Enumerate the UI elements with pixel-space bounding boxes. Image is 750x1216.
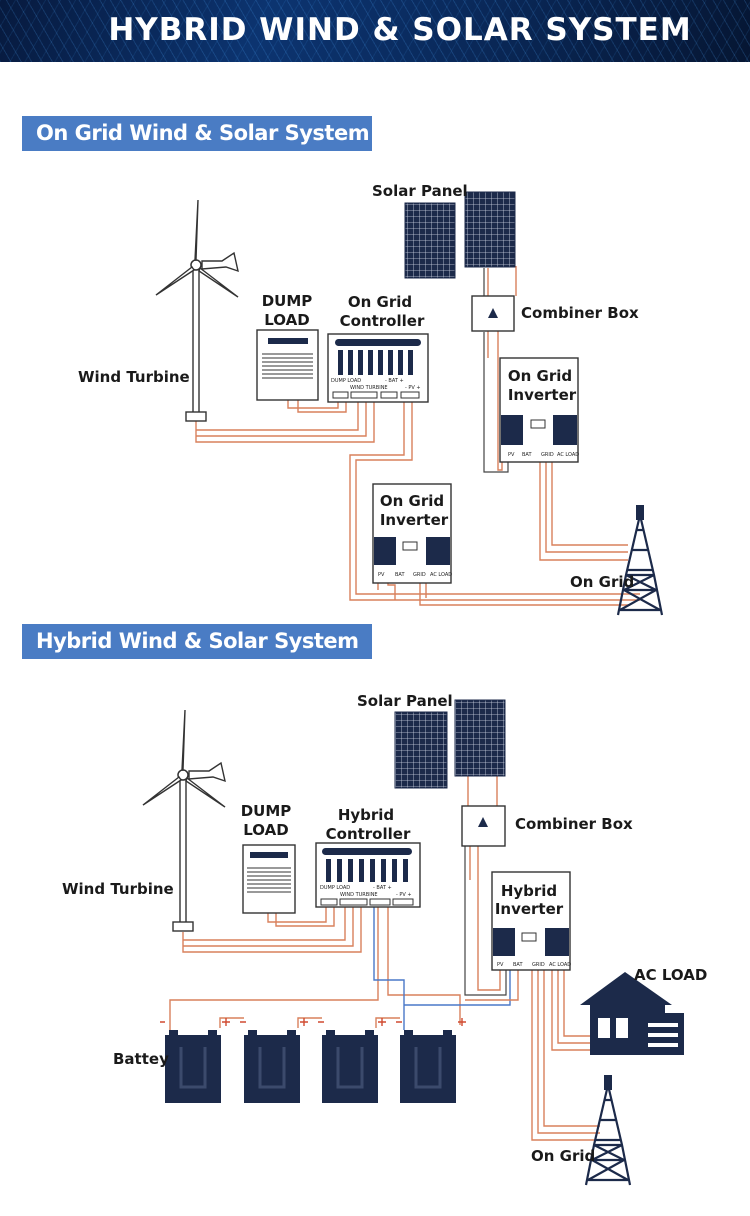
terminal-bat: - BAT + <box>373 885 392 891</box>
terminal-bat: BAT <box>513 962 523 968</box>
inverter-bottom-label-1: On Grid <box>380 492 444 510</box>
battery-icon <box>163 1028 223 1105</box>
combiner-box-label: Combiner Box <box>521 304 639 322</box>
wind-turbine <box>142 709 226 932</box>
section-title-hybrid: Hybrid Wind & Solar System <box>22 624 372 659</box>
grid-tower-icon <box>584 1073 632 1187</box>
terminal-bat: - BAT + <box>385 378 404 384</box>
combiner-box <box>461 805 506 847</box>
terminal-grid: GRID <box>413 572 426 578</box>
grid-label: On Grid <box>531 1147 595 1165</box>
solar-panels <box>394 699 506 789</box>
ac-load-label: AC LOAD <box>634 966 707 984</box>
wiring <box>195 266 640 606</box>
controller-label-2: Controller <box>326 825 411 843</box>
battery-label: Battey <box>113 1050 169 1068</box>
house-icon <box>580 972 684 1055</box>
dump-load-label-1: DUMP <box>241 802 292 820</box>
terminal-bat: BAT <box>395 572 405 578</box>
on-grid-diagram: Wind Turbine DUMP LOAD DUMP LOAD WIND TU… <box>78 182 664 617</box>
wiring <box>169 775 600 1141</box>
controller-label-2: Controller <box>340 312 425 330</box>
dump-load-label-2: LOAD <box>264 311 309 329</box>
solar-panel-label: Solar Panel <box>372 182 468 200</box>
battery-icon <box>242 1028 302 1105</box>
controller-label-1: Hybrid <box>338 806 394 824</box>
solar-panel-label: Solar Panel <box>357 692 453 710</box>
grid-label: On Grid <box>570 573 634 591</box>
controller-label-1: On Grid <box>348 293 412 311</box>
hybrid-controller: DUMP LOAD WIND TURBINE - BAT + - PV + <box>315 842 421 908</box>
terminal-dump: DUMP LOAD <box>331 378 361 384</box>
combiner-box <box>471 295 515 332</box>
hybrid-diagram: Wind Turbine DUMP LOAD DUMP LOAD WIND TU… <box>62 692 707 1187</box>
terminal-acload: AC LOAD <box>557 452 579 458</box>
inverter-top-label-2: Inverter <box>508 386 577 404</box>
inverter-label-2: Inverter <box>495 900 564 918</box>
on-grid-inverter-top: PV BAT GRID AC LOAD <box>499 357 579 463</box>
terminal-grid: GRID <box>541 452 554 458</box>
terminal-wind: WIND TURBINE <box>340 892 378 898</box>
page-title: HYBRID WIND & SOLAR SYSTEM <box>108 12 692 48</box>
solar-panels <box>404 191 516 279</box>
dump-load <box>242 844 296 914</box>
terminal-pv: PV <box>497 962 504 968</box>
combiner-box-label: Combiner Box <box>515 815 633 833</box>
inverter-top-label-1: On Grid <box>508 367 572 385</box>
terminal-dump: DUMP LOAD <box>320 885 350 891</box>
inverter-bottom-label-2: Inverter <box>380 511 449 529</box>
dump-load-label-1: DUMP <box>262 292 313 310</box>
terminal-wind: WIND TURBINE <box>350 385 388 391</box>
terminal-pv: PV <box>508 452 515 458</box>
terminal-grid: GRID <box>532 962 545 968</box>
page-header: HYBRID WIND & SOLAR SYSTEM <box>0 0 750 62</box>
batteries <box>160 1018 466 1105</box>
on-grid-inverter-bottom: PV BAT GRID AC LOAD <box>372 483 452 584</box>
terminal-pv: PV <box>378 572 385 578</box>
terminal-acload: AC LOAD <box>430 572 452 578</box>
wind-turbine-label: Wind Turbine <box>78 368 190 386</box>
wind-turbine <box>155 199 239 422</box>
battery-icon <box>398 1028 458 1105</box>
terminal-bat: BAT <box>522 452 532 458</box>
inverter-label-1: Hybrid <box>501 882 557 900</box>
section-title-on-grid: On Grid Wind & Solar System <box>22 116 372 151</box>
on-grid-controller: DUMP LOAD WIND TURBINE - BAT + - PV + <box>327 333 429 403</box>
terminal-pv: - PV + <box>405 385 421 391</box>
terminal-acload: AC LOAD <box>549 962 571 968</box>
wind-turbine-label: Wind Turbine <box>62 880 174 898</box>
battery-icon <box>320 1028 380 1105</box>
terminal-pv: - PV + <box>396 892 412 898</box>
dump-load-label-2: LOAD <box>243 821 288 839</box>
dump-load <box>256 329 319 401</box>
hybrid-inverter: PV BAT GRID AC LOAD <box>491 871 571 971</box>
